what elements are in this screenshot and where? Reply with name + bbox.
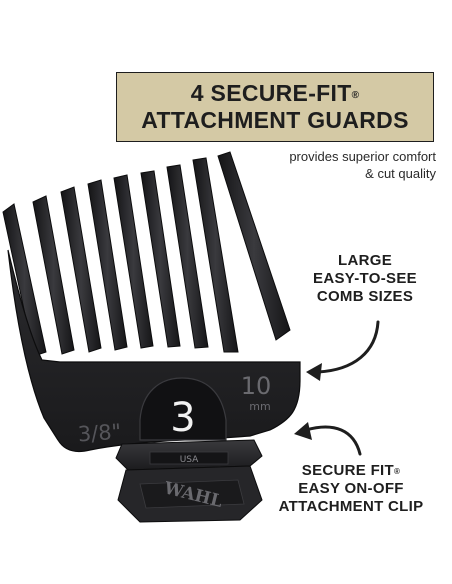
guard-tooth [192,157,239,353]
callout-clip-line3: ATTACHMENT CLIP [278,498,424,515]
registered-mark-2: ® [393,467,401,476]
guard-tooth [217,151,291,341]
guard-number: 3 [170,395,195,441]
callout-comb-sizes: LARGE EASY-TO-SEE COMB SIZES [300,252,430,306]
guard-tooth [32,195,75,355]
guard-tooth [87,179,128,351]
callout-sizes-line3: COMB SIZES [316,288,414,305]
guard-tooth [113,174,154,349]
callout-sizes-line2: EASY-TO-SEE [313,270,417,287]
subtitle: provides superior comfort & cut quality [216,148,436,182]
headline-line1: 4 SECURE-FIT® [191,80,359,107]
callout-sizes-line1: LARGE [338,252,392,269]
guard-size-imperial: 3/8" [77,420,122,447]
clip-origin-label: USA [180,455,199,465]
subtitle-line2: & cut quality [365,166,436,181]
callout-attachment-clip: SECURE FIT® EASY ON-OFF ATTACHMENT CLIP [258,462,444,516]
guard-tooth [166,164,209,349]
headline-line1-text: 4 SECURE-FIT [190,80,352,106]
callout-clip-line2: EASY ON-OFF [298,480,404,497]
callout-clip-line1: SECURE FIT® [258,462,444,480]
headline-line2: ATTACHMENT GUARDS [141,107,409,133]
guard-tooth [140,170,181,348]
registered-mark: ® [351,90,360,101]
subtitle-line1: provides superior comfort [289,149,436,164]
guard-teeth [2,151,291,357]
guard-tooth [60,186,102,353]
guard-size-metric-unit: mm [249,400,270,413]
headline-banner: 4 SECURE-FIT® ATTACHMENT GUARDS [116,72,434,142]
guard-size-metric: 10 [241,372,272,400]
callout-clip-line1-text: SECURE FIT [301,462,394,479]
attachment-clip [115,439,263,523]
guard-number-plate [139,377,227,441]
